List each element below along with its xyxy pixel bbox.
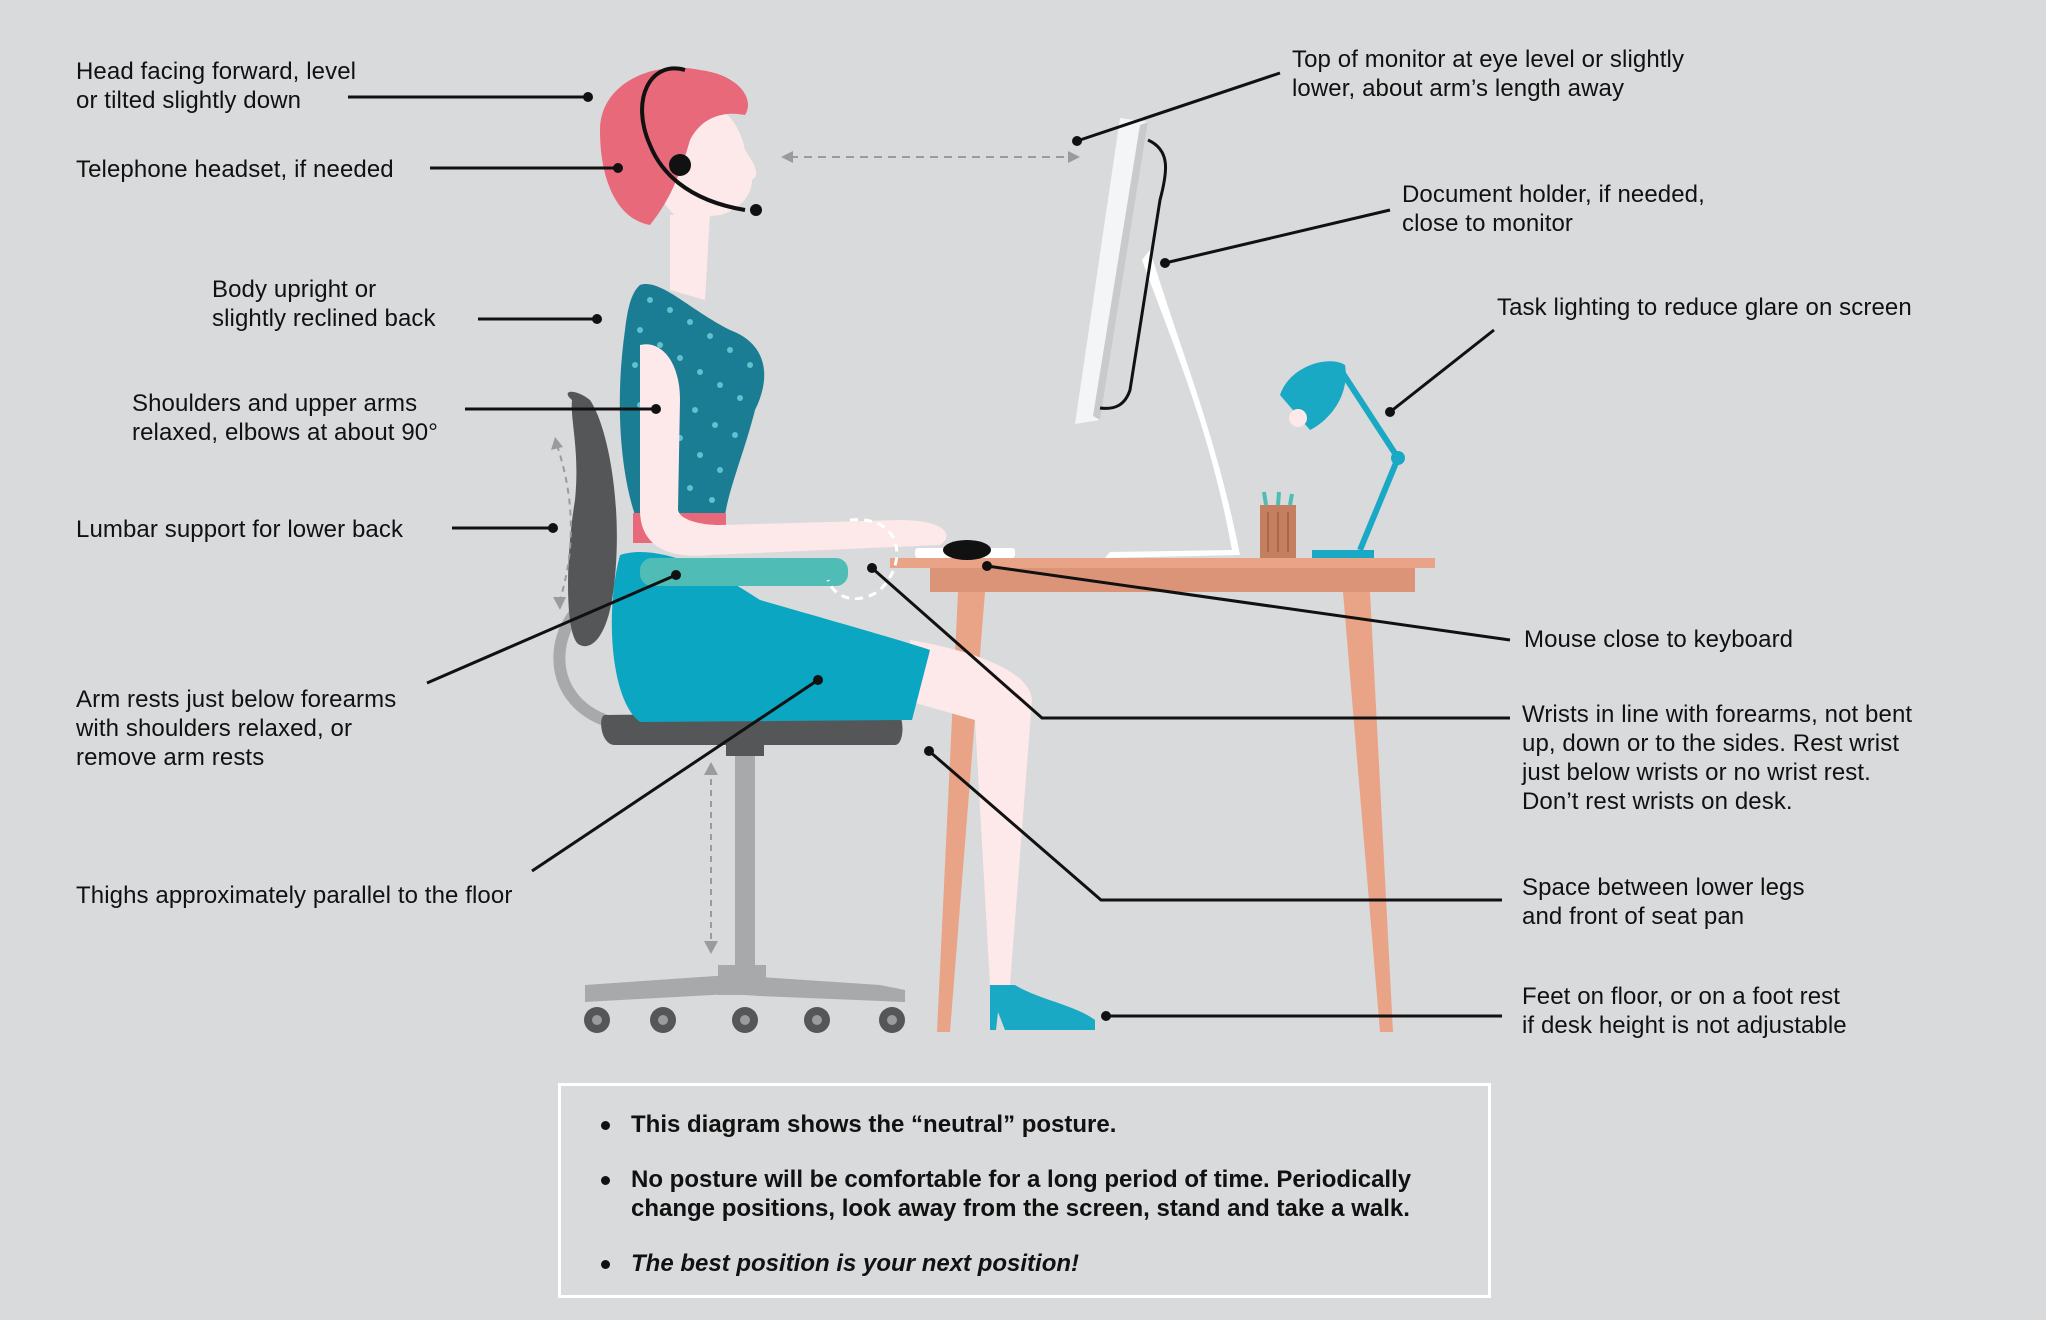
note-item: This diagram shows the “neutral” posture… — [601, 1110, 1458, 1139]
armrest — [640, 558, 848, 586]
backrest-adjust-arrow — [556, 444, 572, 601]
leader-lines — [348, 71, 1511, 1018]
monitor-stand — [1105, 250, 1240, 558]
label-lower-legs: Space between lower legs and front of se… — [1522, 874, 1805, 930]
label-monitor: Top of monitor at eye level or slightly … — [1292, 46, 1685, 102]
label-lumbar: Lumbar support for lower back — [76, 516, 404, 543]
leader-dots — [548, 92, 1395, 1021]
pen-cup — [1260, 491, 1296, 558]
chair-backrest — [567, 391, 617, 647]
label-thighs: Thighs approximately parallel to the flo… — [76, 882, 513, 909]
desk-top — [890, 558, 1435, 568]
label-task-lighting: Task lighting to reduce glare on screen — [1497, 294, 1912, 321]
mouse — [943, 540, 991, 560]
notes-box: This diagram shows the “neutral” posture… — [558, 1083, 1491, 1298]
desk — [890, 558, 1435, 1032]
desk-lamp — [1280, 361, 1405, 558]
note-item: The best position is your next position! — [601, 1249, 1458, 1278]
office-chair — [551, 391, 905, 1033]
label-mouse: Mouse close to keyboard — [1524, 626, 1794, 653]
label-body: Body upright or slightly reclined back — [212, 276, 436, 332]
arm — [640, 344, 947, 556]
wrist-highlight — [826, 518, 899, 601]
label-headset: Telephone headset, if needed — [76, 156, 394, 183]
document-holder — [1099, 138, 1168, 410]
label-document-holder: Document holder, if needed, close to mon… — [1402, 181, 1705, 237]
label-wrists: Wrists in line with forearms, not bent u… — [1522, 701, 1913, 815]
monitor — [1075, 118, 1240, 558]
chair-column — [735, 748, 755, 968]
label-armrests: Arm rests just below forearms with shoul… — [76, 686, 397, 771]
label-feet: Feet on floor, or on a foot rest if desk… — [1522, 983, 1847, 1039]
hair — [600, 67, 748, 225]
label-shoulders: Shoulders and upper arms relaxed, elbows… — [132, 390, 438, 446]
seated-woman — [600, 66, 1095, 1030]
notes-list: This diagram shows the “neutral” posture… — [601, 1110, 1458, 1278]
skirt — [611, 552, 930, 722]
eye-level-arrow — [781, 151, 1080, 163]
desk-leg-right — [1343, 592, 1393, 1032]
shoe — [990, 985, 1095, 1030]
label-head: Head facing forward, level or tilted sli… — [76, 58, 357, 114]
note-item: No posture will be comfortable for a lon… — [601, 1165, 1458, 1223]
headset — [640, 66, 746, 212]
